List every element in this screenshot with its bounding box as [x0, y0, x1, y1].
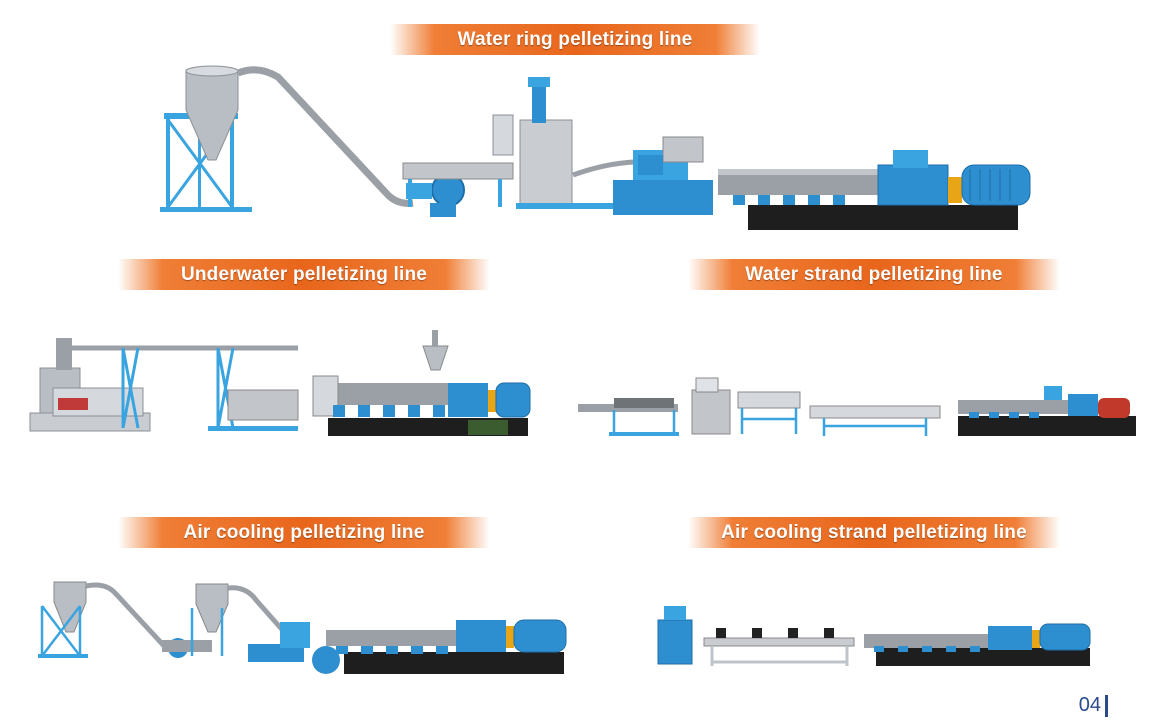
water-strand-pelletizing-machine-image [574, 374, 1140, 442]
title-water-ring-pelletizing-line: Water ring pelletizing line [390, 24, 760, 55]
water-ring-pelletizing-machine-image [158, 65, 1038, 235]
title-water-strand-pelletizing-line: Water strand pelletizing line [688, 259, 1060, 290]
title-text: Water strand pelletizing line [745, 263, 1003, 285]
page-number: 04 [1079, 694, 1108, 717]
title-air-cooling-pelletizing-line: Air cooling pelletizing line [118, 517, 490, 548]
title-underwater-pelletizing-line: Underwater pelletizing line [118, 259, 490, 290]
title-text: Air cooling pelletizing line [183, 521, 425, 543]
title-text: Air cooling strand pelletizing line [721, 521, 1027, 543]
title-text: Water ring pelletizing line [457, 28, 693, 50]
underwater-pelletizing-machine-image [28, 328, 534, 440]
page-number-bar [1105, 694, 1108, 717]
air-cooling-strand-pelletizing-machine-image [652, 598, 1096, 672]
air-cooling-pelletizing-machine-image [36, 580, 572, 680]
title-text: Underwater pelletizing line [180, 263, 428, 285]
title-air-cooling-strand-pelletizing-line: Air cooling strand pelletizing line [688, 517, 1060, 548]
page-number-text: 04 [1078, 694, 1101, 716]
